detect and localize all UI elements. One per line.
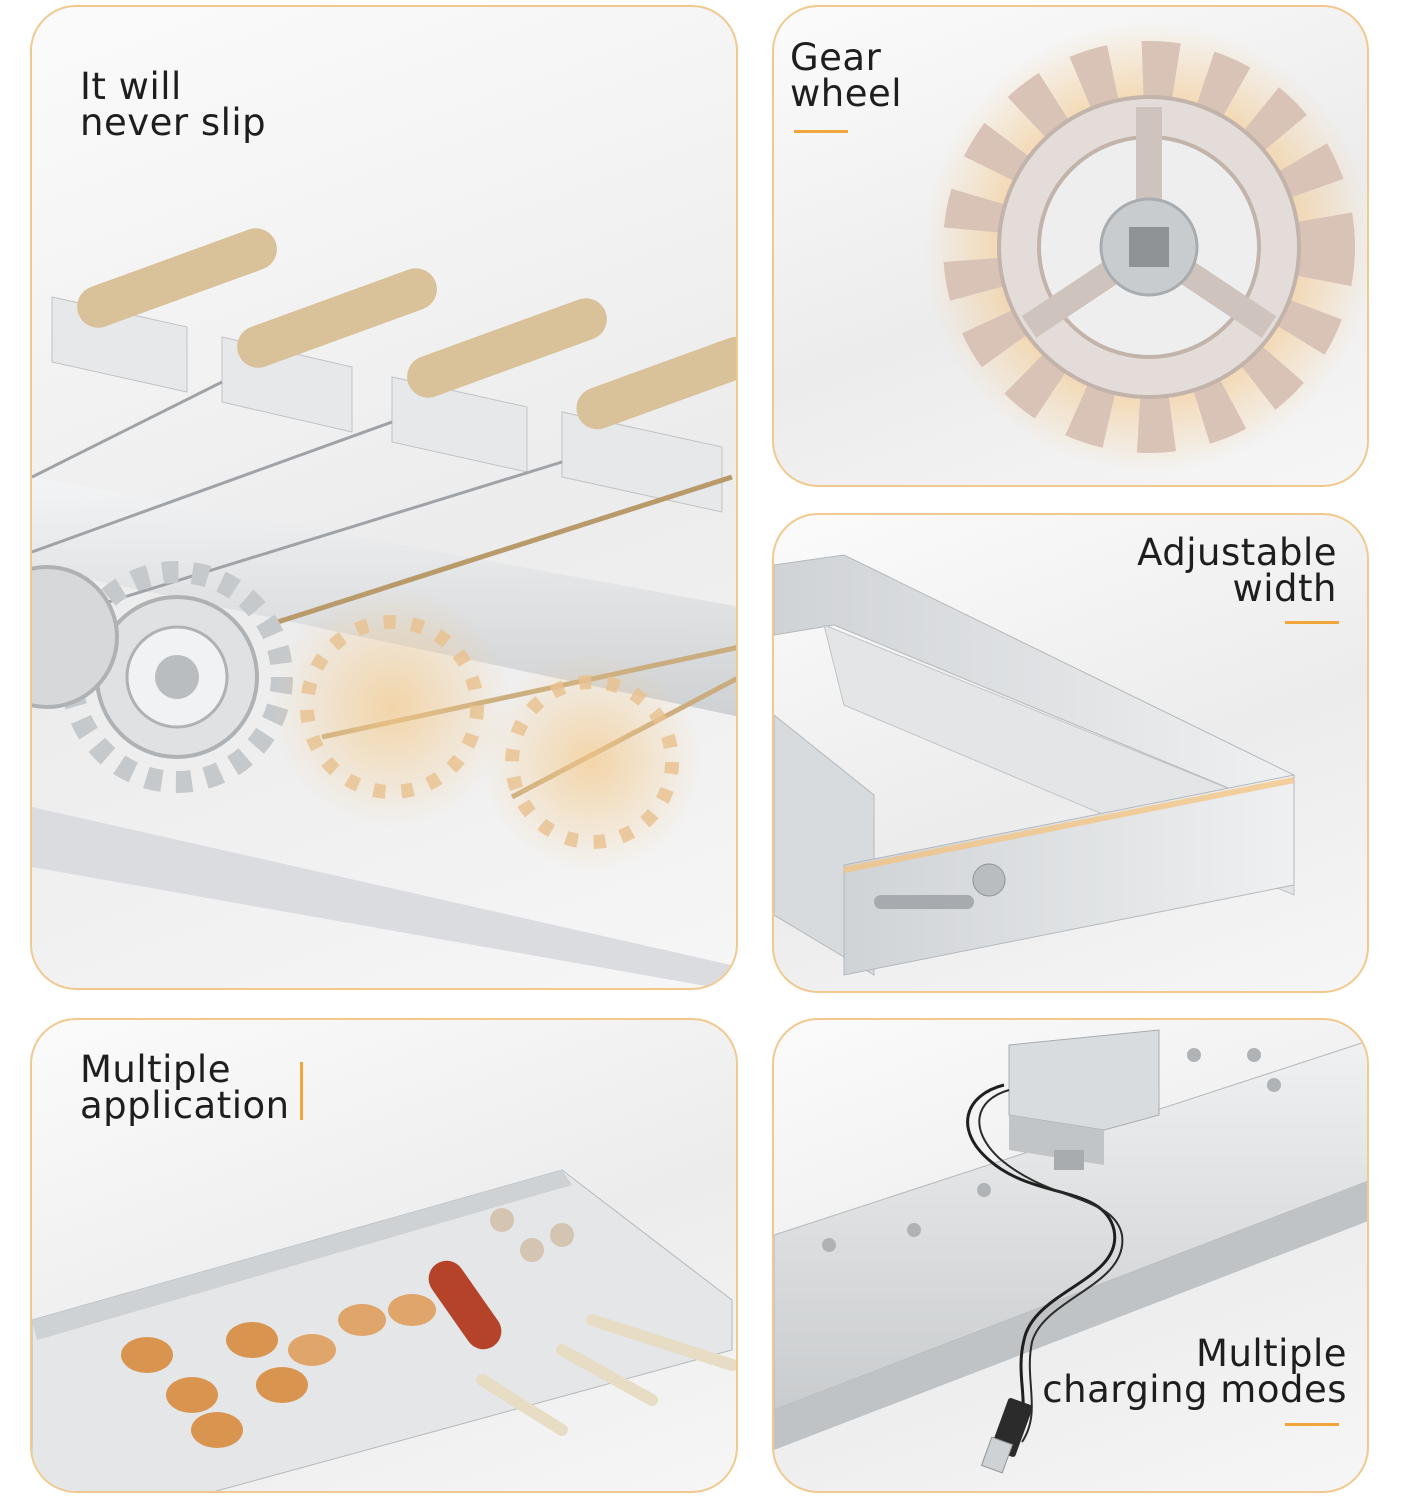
panel-multiple-charging-modes: Multiple charging modes xyxy=(772,1018,1369,1493)
panel-caption: Multiple charging modes xyxy=(1042,1332,1347,1411)
panel-caption: Gear wheel xyxy=(790,36,903,115)
gear-icon xyxy=(924,22,1367,472)
grill-food-illustration xyxy=(32,1169,736,1491)
motor-icon xyxy=(1008,1029,1160,1170)
panel-gear-wheel: Gear wheel xyxy=(772,5,1369,487)
frame-illustration xyxy=(774,554,1295,976)
skewer-icon xyxy=(121,1208,736,1448)
usb-cable-icon xyxy=(966,1083,1124,1474)
panel-caption: It will never slip xyxy=(80,65,267,144)
motor-rail-illustration xyxy=(774,1029,1367,1474)
gear-wheel-illustration xyxy=(924,22,1367,472)
panel-adjustable-width: Adjustable width xyxy=(772,513,1369,993)
caption-divider xyxy=(300,1062,303,1120)
caption-underline xyxy=(794,130,848,133)
panel-never-slip: It will never slip xyxy=(30,5,738,990)
caption-underline xyxy=(1285,1423,1339,1426)
skewer-rack-illustration xyxy=(32,228,736,988)
panel-caption: Adjustable width xyxy=(1137,531,1337,610)
caption-underline xyxy=(1285,621,1339,624)
skewer-icon xyxy=(77,228,736,430)
panel-caption: Multiple application xyxy=(80,1048,290,1127)
panel-multiple-application: Multiple application xyxy=(30,1018,738,1493)
